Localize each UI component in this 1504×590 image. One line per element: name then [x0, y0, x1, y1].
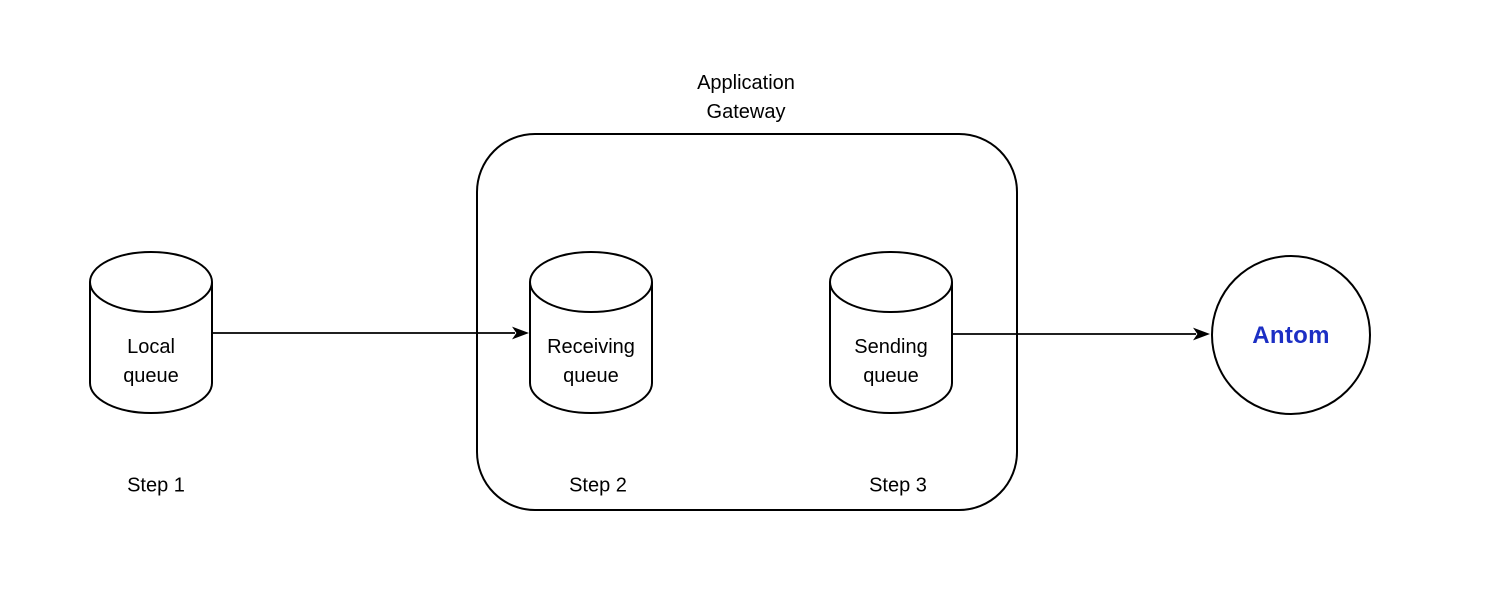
step-3-label: Step 3 [869, 474, 927, 497]
antom-logo: Antom [1252, 322, 1330, 349]
receiving-queue-label: Receiving queue [547, 336, 635, 387]
receiving-queue-cylinder [529, 251, 653, 414]
sending-queue-label: Sending queue [854, 336, 928, 387]
local-queue-cylinder [89, 251, 213, 414]
application-gateway-title: Application Gateway [697, 72, 795, 123]
application-gateway-box [476, 133, 1018, 511]
antom-circle [1211, 255, 1371, 415]
arrow-sending-to-antom [952, 327, 1210, 341]
sending-queue-cylinder [829, 251, 953, 414]
local-queue-label: Local queue [123, 336, 179, 387]
step-2-label: Step 2 [569, 474, 627, 497]
arrow-local-to-receiving [212, 326, 529, 340]
step-1-label: Step 1 [127, 474, 185, 497]
